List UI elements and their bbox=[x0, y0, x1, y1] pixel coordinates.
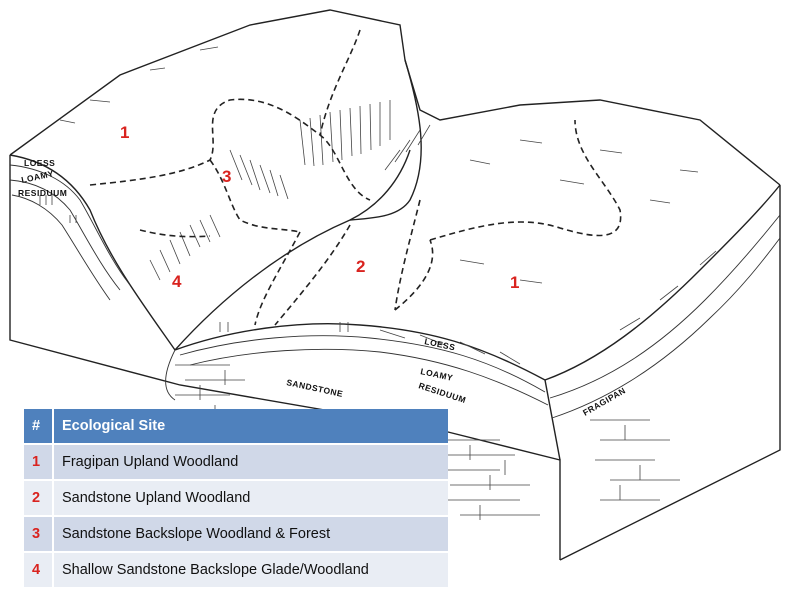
legend-header-site: Ecological Site bbox=[53, 409, 448, 445]
legend-row: 4 Shallow Sandstone Backslope Glade/Wood… bbox=[24, 552, 448, 589]
site-boundaries bbox=[89, 29, 622, 326]
layer-label-loess-center: LOESS bbox=[424, 336, 457, 352]
zone-labels: 1 3 4 2 1 bbox=[120, 123, 519, 292]
layer-label-fragipan: FRAGIPAN bbox=[581, 385, 627, 418]
ecological-site-legend: # Ecological Site 1 Fragipan Upland Wood… bbox=[24, 409, 448, 589]
layer-label-loamy-center: LOAMY bbox=[420, 366, 455, 383]
legend-row-number: 3 bbox=[24, 516, 54, 553]
legend-row-number: 2 bbox=[24, 480, 54, 517]
layer-label-loamy-left: LOAMY bbox=[20, 168, 55, 185]
legend-row-number: 4 bbox=[24, 552, 54, 589]
legend-row-site: Sandstone Backslope Woodland & Forest bbox=[53, 516, 448, 553]
zone-label-3: 3 bbox=[222, 167, 231, 186]
layer-label-residuum-left: RESIDUUM bbox=[18, 188, 67, 198]
legend-row-number: 1 bbox=[24, 444, 54, 481]
layer-label-residuum-center: RESIDUUM bbox=[417, 380, 467, 405]
soil-layer-bands bbox=[9, 164, 781, 419]
legend-row-site: Fragipan Upland Woodland bbox=[53, 444, 448, 481]
legend-row: 3 Sandstone Backslope Woodland & Forest bbox=[24, 516, 448, 553]
zone-label-1-left: 1 bbox=[120, 123, 129, 142]
block-front-faces bbox=[9, 155, 781, 561]
terrain-outline bbox=[9, 9, 781, 381]
layer-labels: LOESS LOAMY RESIDUUM LOESS LOAMY RESIDUU… bbox=[18, 158, 627, 418]
legend-row: 2 Sandstone Upland Woodland bbox=[24, 480, 448, 517]
legend-header-number: # bbox=[24, 409, 54, 445]
legend-row-site: Sandstone Upland Woodland bbox=[53, 480, 448, 517]
layer-label-loess-left: LOESS bbox=[24, 158, 55, 168]
legend-row-site: Shallow Sandstone Backslope Glade/Woodla… bbox=[53, 552, 448, 589]
slope-hachures bbox=[39, 46, 717, 365]
zone-label-2: 2 bbox=[356, 257, 365, 276]
legend-header-row: # Ecological Site bbox=[24, 409, 448, 445]
legend-row: 1 Fragipan Upland Woodland bbox=[24, 444, 448, 481]
zone-label-4: 4 bbox=[172, 272, 182, 291]
layer-label-sandstone: SANDSTONE bbox=[286, 377, 345, 399]
zone-label-1-right: 1 bbox=[510, 273, 519, 292]
